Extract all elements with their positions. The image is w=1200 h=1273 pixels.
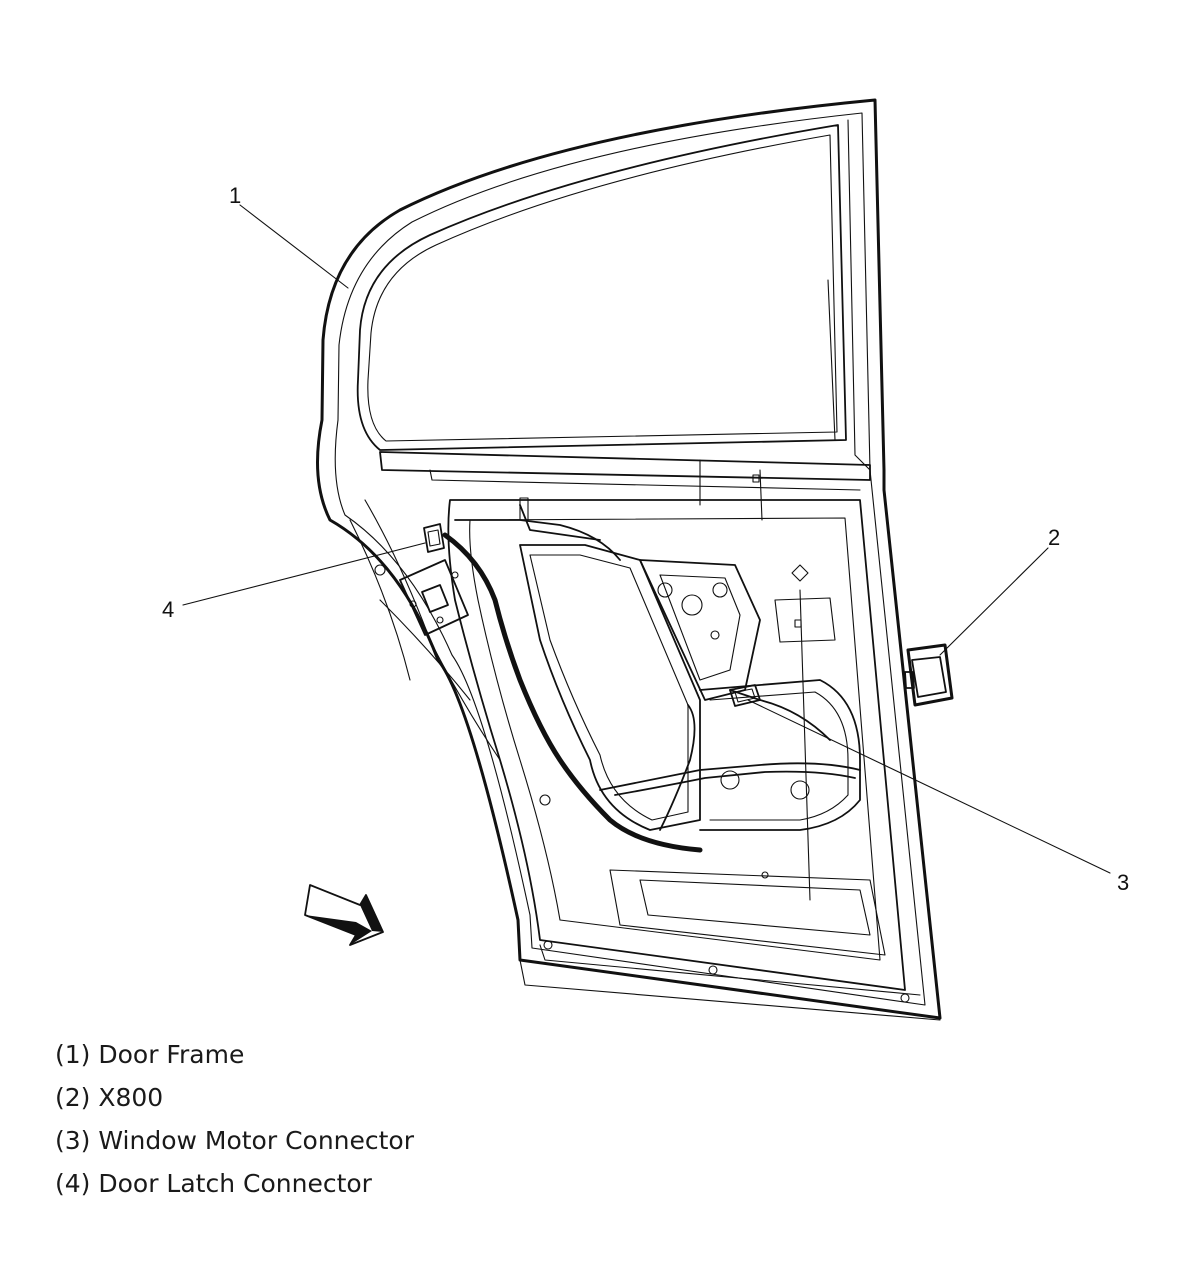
callout-2: 2 — [1048, 525, 1060, 550]
window-opening — [356, 124, 847, 451]
inner-door-panel — [447, 499, 906, 991]
direction-arrow-icon — [304, 884, 384, 946]
legend-item-window-motor-connector: (3) Window Motor Connector — [55, 1126, 415, 1155]
access-opening — [519, 544, 861, 831]
callout-4: 4 — [162, 597, 174, 622]
legend-item-x800: (2) X800 — [55, 1083, 164, 1112]
legend-item-door-latch-connector: (4) Door Latch Connector — [55, 1169, 372, 1198]
legend-item-door-frame: (1) Door Frame — [55, 1040, 245, 1069]
leader-lines — [182, 204, 1111, 874]
door-latch-connector — [423, 523, 445, 553]
x800-connector — [904, 643, 954, 707]
callout-3: 3 — [1117, 870, 1129, 895]
door-latch — [399, 559, 469, 636]
door-frame — [316, 98, 942, 1021]
wiring-harness — [442, 497, 861, 853]
legend: (1) Door Frame (2) X800 (3) Window Motor… — [55, 1033, 414, 1205]
window-motor-connector — [729, 684, 761, 707]
callout-1: 1 — [229, 183, 241, 208]
panel-holes — [374, 474, 910, 1003]
